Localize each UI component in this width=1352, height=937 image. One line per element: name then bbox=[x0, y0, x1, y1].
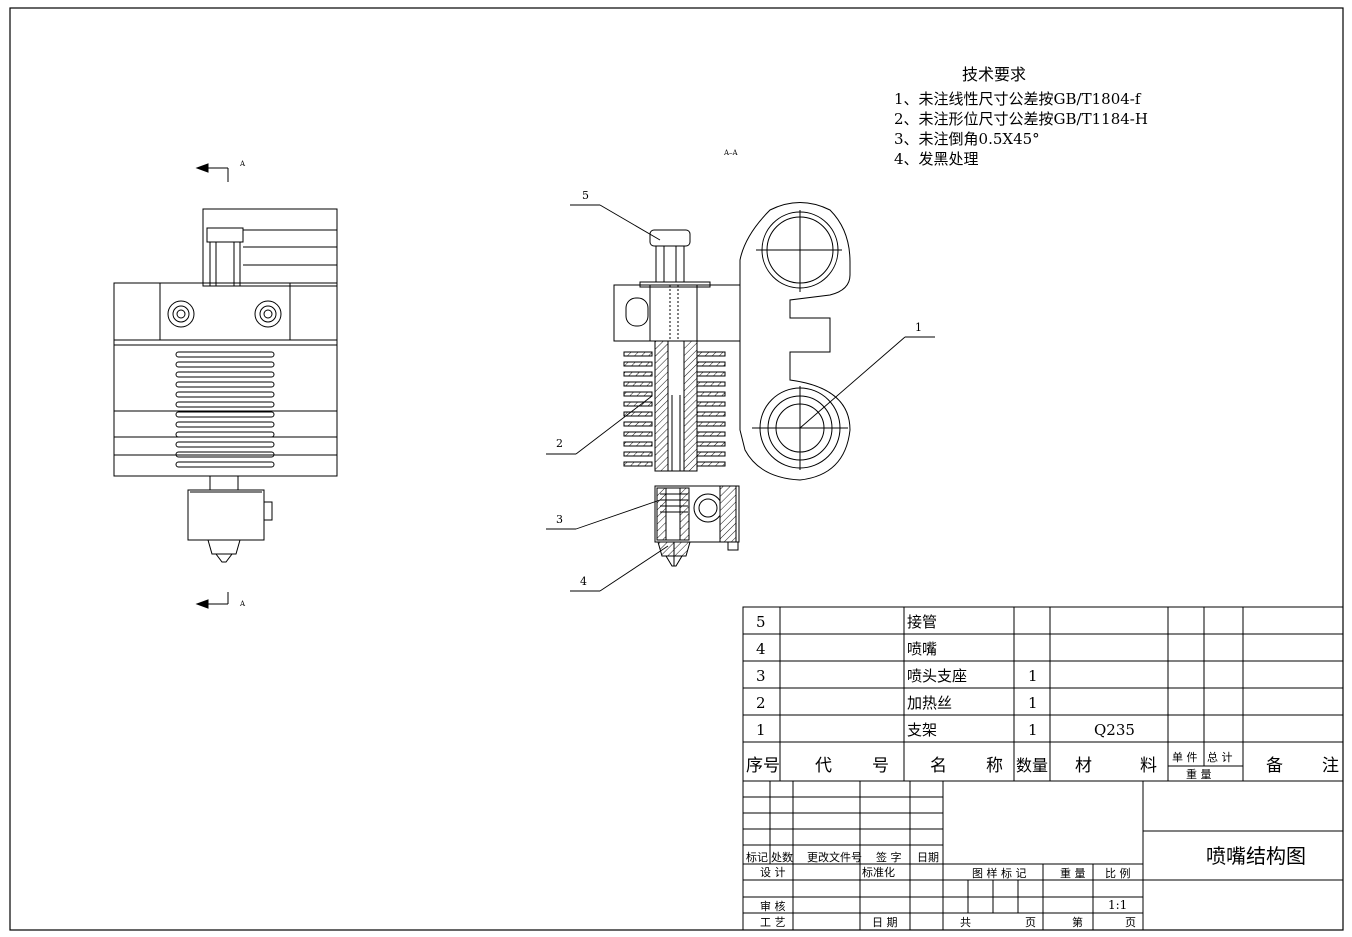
svg-text:3: 3 bbox=[556, 513, 563, 526]
bom-header-material-b: 料 bbox=[1140, 756, 1157, 776]
bom-header-weight: 重 量 bbox=[1186, 767, 1212, 781]
bom-header-no: 序号 bbox=[746, 756, 780, 776]
bom-header-material-a: 材 bbox=[1075, 756, 1092, 776]
bom-row-2-qty: 1 bbox=[1028, 694, 1038, 712]
bom-row-1-qty: 1 bbox=[1028, 721, 1038, 739]
callout-3: 3 bbox=[546, 499, 661, 530]
tb-weight: 重 量 bbox=[1060, 866, 1086, 880]
tb-design: 设 计 bbox=[760, 866, 786, 879]
section-arrow-bottom: A bbox=[195, 592, 246, 609]
technical-requirements: 技术要求 1、未注线性尺寸公差按GB/T1804-f 2、未注形位尺寸公差按GB… bbox=[894, 65, 1148, 168]
rev-label-count: 处数 bbox=[771, 851, 793, 864]
rev-label-mark: 标记 bbox=[746, 850, 768, 864]
bom-table: 5 接管 4 喷嘴 3 喷头支座 1 2 加热丝 1 1 支架 1 Q235 序… bbox=[742, 606, 1344, 782]
callout-1: 1 bbox=[799, 321, 935, 429]
tb-standardize: 标准化 bbox=[862, 865, 895, 879]
bom-header-remark-a: 备 bbox=[1266, 756, 1283, 776]
svg-text:4: 4 bbox=[580, 575, 587, 588]
notes-item-1: 1、未注线性尺寸公差按GB/T1804-f bbox=[894, 90, 1142, 108]
bom-header-qty: 数量 bbox=[1016, 756, 1048, 775]
notes-item-2: 2、未注形位尺寸公差按GB/T1184-H bbox=[894, 110, 1148, 128]
bom-row-5-name: 接管 bbox=[907, 613, 937, 631]
callout-5: 5 bbox=[570, 189, 661, 241]
drawing-frame bbox=[9, 7, 1344, 931]
notes-item-3: 3、未注倒角0.5X45° bbox=[894, 130, 1040, 148]
bom-row-1-no: 1 bbox=[756, 721, 766, 739]
section-arrow-top: A bbox=[195, 160, 246, 182]
section-arrow-bottom-label: A bbox=[239, 600, 246, 608]
notes-item-4: 4、发黑处理 bbox=[894, 150, 979, 168]
bom-header-code-a: 代 bbox=[815, 756, 832, 776]
svg-text:5: 5 bbox=[582, 189, 589, 202]
section-arrow-top-label: A bbox=[239, 160, 246, 168]
tb-process: 工 艺 bbox=[760, 916, 786, 929]
section-fins-left bbox=[623, 351, 653, 467]
title-block: 标记 处数 更改文件号 签 字 日期 设 计 标准化 审 核 工 艺 日 期 图… bbox=[742, 780, 1344, 931]
callouts: 5 1 2 3 4 bbox=[546, 189, 935, 592]
rev-label-doc: 更改文件号 bbox=[807, 850, 862, 864]
bom-header-total-weight: 总 计 bbox=[1207, 750, 1233, 764]
svg-text:2: 2 bbox=[556, 437, 563, 450]
bom-row-2-name: 加热丝 bbox=[907, 694, 952, 712]
bom-row-3-no: 3 bbox=[756, 667, 766, 685]
tb-scale-value: 1:1 bbox=[1108, 898, 1127, 912]
section-view: A–A bbox=[613, 149, 851, 567]
bom-header-remark-b: 注 bbox=[1322, 756, 1339, 776]
tb-scale: 比 例 bbox=[1105, 866, 1131, 880]
bom-header-unit-weight: 单 件 bbox=[1172, 751, 1198, 764]
bom-row-1-name: 支架 bbox=[907, 721, 937, 739]
bom-row-5-no: 5 bbox=[756, 613, 766, 631]
bom-header-name-b: 称 bbox=[986, 756, 1003, 776]
tb-date: 日 期 bbox=[872, 916, 898, 929]
bom-row-2-no: 2 bbox=[756, 694, 766, 712]
svg-text:1: 1 bbox=[915, 321, 922, 334]
tb-sheet2: 页 bbox=[1125, 916, 1136, 929]
rev-label-sign: 签 字 bbox=[876, 850, 902, 864]
tb-no: 第 bbox=[1072, 915, 1083, 929]
bom-row-3-qty: 1 bbox=[1028, 667, 1038, 685]
section-view-label: A–A bbox=[723, 149, 739, 157]
rev-label-date: 日期 bbox=[917, 851, 939, 864]
callout-4: 4 bbox=[570, 545, 669, 592]
tb-review: 审 核 bbox=[760, 899, 786, 913]
bom-row-4-name: 喷嘴 bbox=[907, 640, 937, 658]
section-fins-right bbox=[696, 351, 726, 467]
tb-total: 共 bbox=[960, 916, 971, 929]
tb-sheet: 页 bbox=[1025, 916, 1036, 929]
drawing-title: 喷嘴结构图 bbox=[1206, 844, 1306, 868]
bom-header-name-a: 名 bbox=[930, 756, 947, 776]
bom-header-code-b: 号 bbox=[872, 756, 889, 776]
bom-row-3-name: 喷头支座 bbox=[907, 667, 967, 685]
notes-title: 技术要求 bbox=[962, 65, 1026, 84]
bom-row-1-material: Q235 bbox=[1094, 721, 1135, 739]
front-fins bbox=[175, 351, 275, 468]
bom-row-4-no: 4 bbox=[756, 640, 766, 658]
tb-stage-mark: 图 样 标 记 bbox=[972, 866, 1027, 880]
front-view: A A bbox=[113, 160, 338, 609]
callout-2: 2 bbox=[546, 395, 653, 455]
